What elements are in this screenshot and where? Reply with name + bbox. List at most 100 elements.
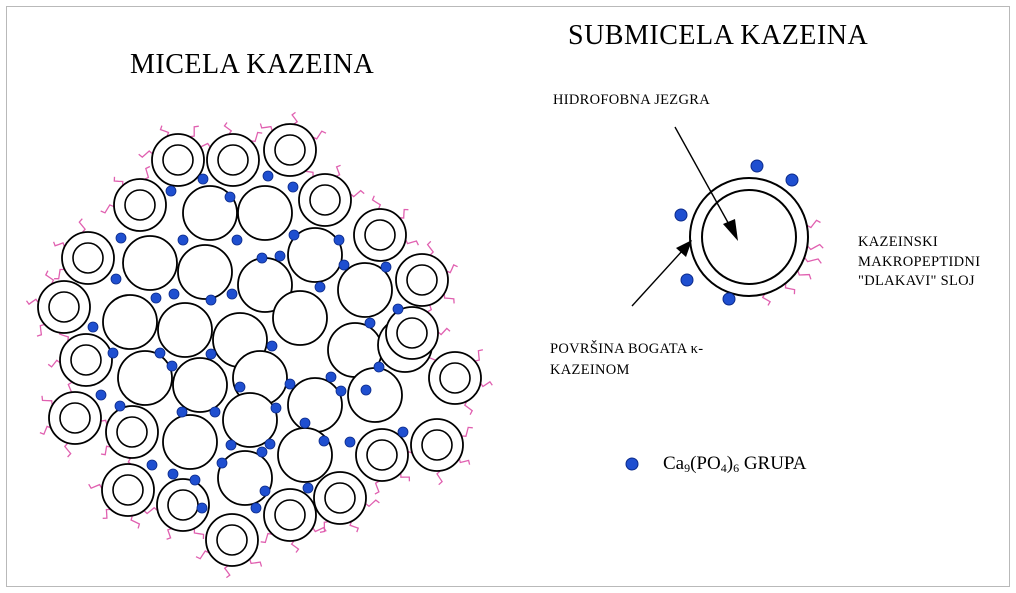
hair — [78, 218, 86, 234]
core-label: HIDROFOBNA JEZGRA — [553, 92, 710, 108]
hair — [47, 359, 61, 368]
phosphate-dot — [397, 426, 409, 438]
hair — [426, 240, 435, 256]
phosphate-dot — [270, 402, 282, 414]
phosphate-dot — [166, 360, 178, 372]
phosphate-dot — [226, 288, 238, 300]
phosphate-dot — [364, 317, 376, 329]
phosphate-dot — [176, 406, 188, 418]
phosphate-dot — [266, 340, 278, 352]
phosphate-dot — [274, 250, 286, 262]
phosphate-dot — [344, 436, 356, 448]
inner-submicelle — [237, 185, 293, 241]
hair — [166, 527, 173, 540]
phosphate-dot — [146, 459, 158, 471]
outer-submicelle-core — [324, 482, 356, 514]
phosphate-dot — [262, 170, 274, 182]
hair — [143, 506, 159, 515]
hair — [144, 165, 151, 180]
phosphate-dot — [165, 185, 177, 197]
inner-submicelle — [102, 294, 158, 350]
hair — [88, 483, 103, 490]
phosphate-dot — [264, 438, 276, 450]
hair — [259, 123, 273, 132]
hair — [349, 521, 360, 533]
outer-submicelle — [48, 391, 102, 445]
inner-submicelle — [217, 450, 273, 506]
hair — [113, 176, 124, 186]
outer-submicelle-core — [48, 291, 80, 323]
hair — [797, 270, 812, 280]
outer-submicelle — [206, 133, 260, 187]
inner-submicelle — [172, 357, 228, 413]
outer-submicelle — [313, 471, 367, 525]
phosphate-dot — [380, 261, 392, 273]
phosphate-dot — [680, 273, 694, 287]
surface-arrow-head — [676, 240, 692, 257]
outer-submicelle — [59, 333, 113, 387]
phosphate-dot — [231, 234, 243, 246]
phosphate-dot — [150, 292, 162, 304]
outer-submicelle — [156, 478, 210, 532]
hair — [400, 472, 411, 482]
phosphate-dot — [314, 281, 326, 293]
casein-micelle — [25, 111, 493, 579]
outer-submicelle — [37, 280, 91, 334]
hair — [52, 241, 66, 248]
hair — [461, 426, 473, 437]
outer-submicelle-core — [112, 474, 144, 506]
micelle-outer-submicelles — [37, 123, 482, 567]
phosphate-dot — [234, 381, 246, 393]
hair — [443, 293, 455, 304]
inner-submicelle — [162, 414, 218, 470]
inner-submicelle — [157, 302, 213, 358]
inner-submicelle — [182, 185, 238, 241]
hair — [399, 208, 409, 219]
outer-submicelle-core — [162, 144, 194, 176]
hair — [54, 268, 65, 280]
phosphate-dot — [209, 406, 221, 418]
hair — [374, 480, 380, 495]
outer-submicelle-core — [59, 402, 91, 434]
hair — [365, 499, 380, 508]
submicelle-hairs — [761, 219, 824, 306]
phosphate-dot — [750, 159, 764, 173]
phosphate-dot — [259, 485, 271, 497]
phosphate-dot — [225, 439, 237, 451]
hair — [761, 293, 771, 306]
hair — [474, 349, 484, 362]
legend-label: Ca9(PO4)6 GRUPA — [663, 453, 807, 475]
hair — [223, 122, 233, 135]
hair — [36, 323, 45, 337]
hair — [159, 125, 170, 137]
phosphate-dot — [168, 288, 180, 300]
phosphate-dot — [197, 173, 209, 185]
phosphate-dot — [167, 468, 179, 480]
inner-submicelle — [272, 290, 328, 346]
phosphate-dot — [205, 294, 217, 306]
hair — [784, 283, 796, 295]
hair — [463, 400, 474, 416]
outer-submicelle — [395, 253, 449, 307]
hair — [371, 195, 382, 210]
phosphate-dot — [256, 446, 268, 458]
outer-submicelle-core — [396, 317, 428, 349]
outer-submicelle — [263, 123, 317, 177]
inner-submicelle — [122, 235, 178, 291]
submicelle-title: SUBMICELA KAZEINA — [568, 20, 869, 51]
hair — [312, 130, 327, 140]
phosphate-dot — [338, 259, 350, 271]
phosphate-dot — [785, 173, 799, 187]
hair — [102, 508, 111, 519]
outer-submicelle — [105, 405, 159, 459]
outer-submicelle — [61, 231, 115, 285]
phosphate-dot — [335, 385, 347, 397]
outer-submicelle-core — [116, 416, 148, 448]
phosphate-dot — [287, 181, 299, 193]
surface-label: POVRŠINA BOGATA κ- KAZEINOM — [550, 341, 704, 379]
phosphate-dot — [95, 389, 107, 401]
hair — [260, 532, 273, 544]
hair — [223, 565, 231, 579]
hair — [349, 189, 365, 198]
hair — [189, 125, 199, 138]
